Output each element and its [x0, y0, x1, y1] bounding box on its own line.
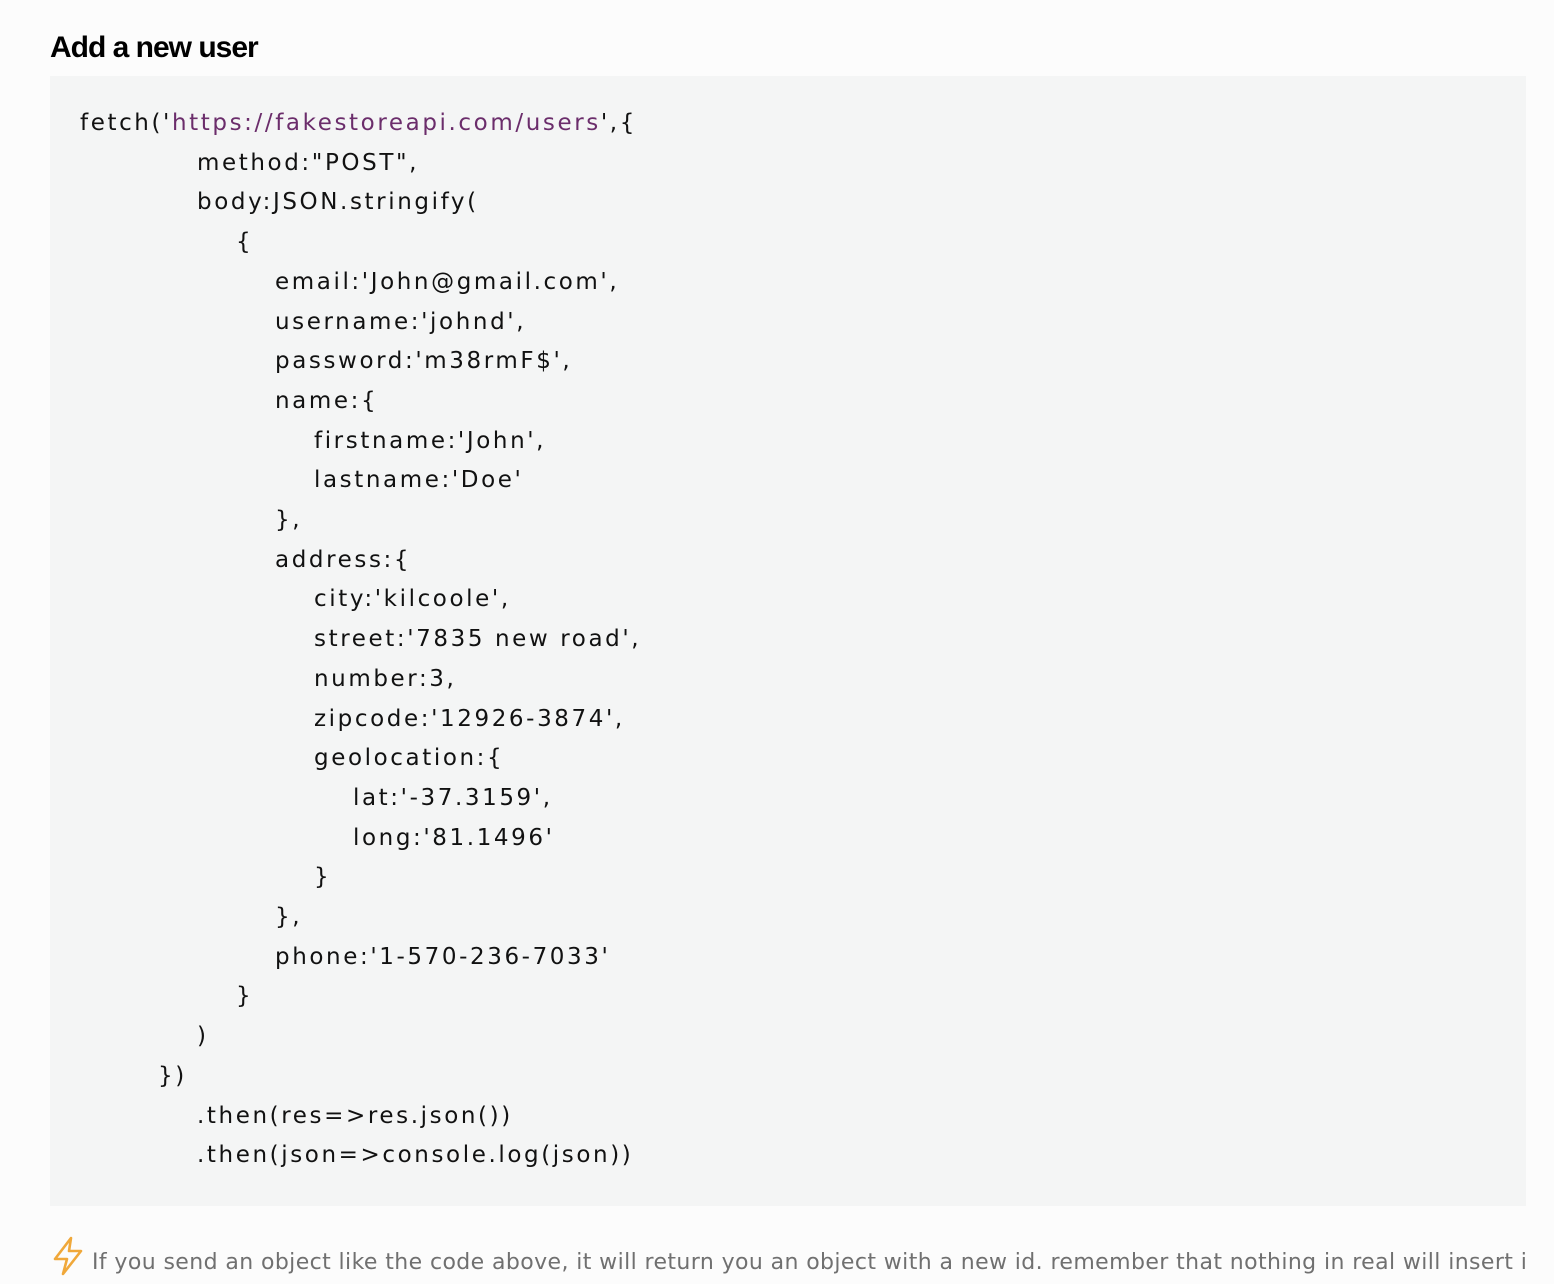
code-line: }, — [275, 904, 303, 930]
note-text: If you send an object like the code abov… — [92, 1250, 1526, 1275]
code-line: firstname:'John', — [314, 427, 547, 454]
code-line: number:3, — [314, 665, 457, 692]
code-line: zipcode:'12926-3874', — [314, 705, 625, 732]
code-line: .then(json=>console.log(json)) — [197, 1142, 634, 1169]
lightning-icon — [53, 1236, 83, 1276]
code-line: street:'7835 new road', — [314, 626, 642, 653]
code-line: } — [236, 983, 254, 1010]
code-line: address:{ — [275, 546, 412, 573]
code-line: }, — [275, 507, 303, 533]
section-heading: Add a new user — [50, 31, 259, 64]
code-line: username:'johnd', — [275, 308, 527, 335]
code-line: }) — [158, 1062, 187, 1089]
code-line: long:'81.1496' — [353, 824, 555, 851]
code-line: ) — [197, 1023, 209, 1050]
code-line: email:'John@gmail.com', — [275, 268, 620, 295]
code-line: geolocation:{ — [314, 745, 505, 772]
code-line: method:"POST", — [197, 149, 420, 176]
code-line: } — [314, 864, 332, 891]
code-line: phone:'1-570-236-7033' — [275, 943, 611, 970]
code-line: city:'kilcoole', — [314, 586, 511, 613]
code-lines: fetch('https://fakestoreapi.com/users',{… — [50, 76, 1526, 1206]
code-line: name:{ — [275, 387, 379, 414]
code-line: fetch('https://fakestoreapi.com/users',{ — [80, 110, 637, 136]
info-note: If you send an object like the code abov… — [50, 1236, 1526, 1284]
url-string: https://fakestoreapi.com/users — [171, 110, 601, 136]
code-line: password:'m38rmF$', — [275, 348, 573, 375]
code-block: fetch('https://fakestoreapi.com/users',{… — [50, 76, 1526, 1206]
code-line: { — [236, 229, 254, 256]
code-line: lastname:'Doe' — [314, 467, 524, 494]
code-line: .then(res=>res.json()) — [197, 1102, 513, 1129]
code-line: body:JSON.stringify( — [197, 189, 479, 216]
code-line: lat:'-37.3159', — [353, 784, 553, 811]
